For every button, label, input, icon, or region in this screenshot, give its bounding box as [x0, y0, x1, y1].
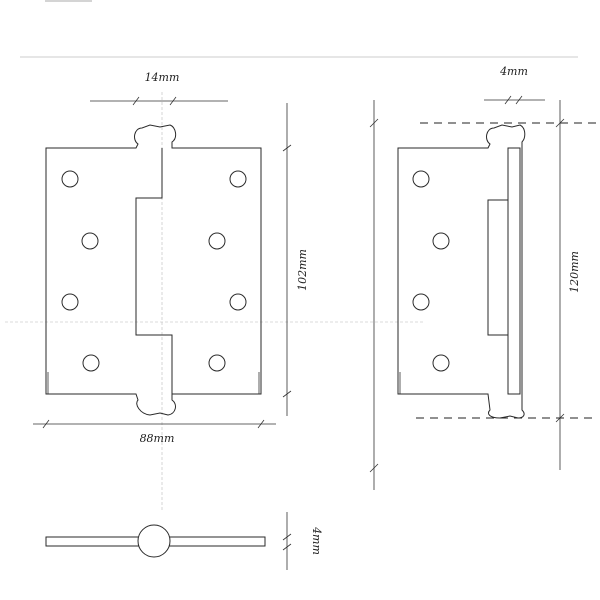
pin-barrel-circle [137, 524, 171, 558]
top-view [45, 524, 266, 558]
knuckle-step-line [135, 148, 173, 394]
thickness-label: 4mm [310, 526, 323, 555]
side-pin-strip [507, 147, 521, 395]
screw-hole [208, 354, 226, 372]
screw-hole [229, 170, 247, 188]
hinge-outline [45, 124, 262, 416]
screw-hole [432, 354, 450, 372]
side-leaf-outline [397, 124, 526, 419]
side-knuckle-block [487, 199, 509, 336]
screw-hole [81, 232, 99, 250]
knuckle-offset-label: 4mm [499, 65, 528, 78]
dimension-thickness: 4mm [282, 512, 323, 570]
front-view [5, 92, 425, 510]
dimension-overall-height: 120mm [555, 100, 581, 470]
screw-hole [432, 232, 450, 250]
dimension-leaf-height: 102mm [282, 103, 309, 416]
overall-height-label: 120mm [568, 251, 581, 293]
screw-hole [208, 232, 226, 250]
side-view [369, 100, 598, 490]
leaf-height-label: 102mm [296, 249, 309, 291]
dimension-pin-width: 14mm [90, 71, 228, 106]
dimension-knuckle-offset: 4mm [484, 65, 545, 105]
pin-width-label: 14mm [145, 71, 180, 84]
screw-hole [412, 170, 430, 188]
screw-hole [229, 293, 247, 311]
screw-hole [82, 354, 100, 372]
open-width-label: 88mm [140, 432, 175, 445]
screw-hole [61, 170, 79, 188]
screw-hole [412, 293, 430, 311]
dimension-open-width: 88mm [33, 419, 276, 445]
screw-hole [61, 293, 79, 311]
